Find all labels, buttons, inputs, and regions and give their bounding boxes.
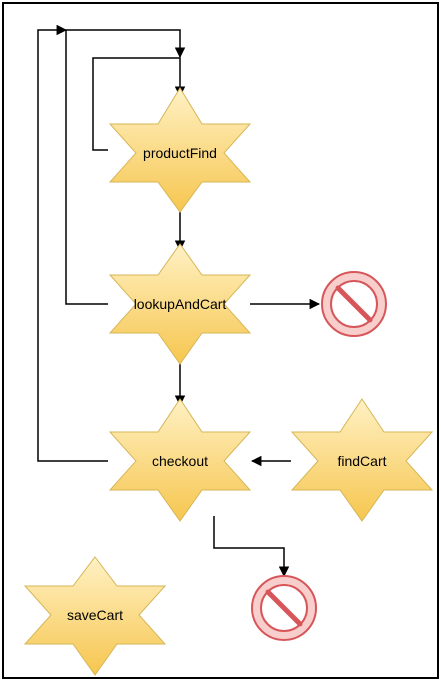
edge-productfind-selfloop [92, 57, 186, 151]
node-label: lookupAndCart [134, 296, 227, 312]
edge-checkout-to-stop2 [213, 516, 290, 578]
node-findcart[interactable]: findCart [290, 398, 434, 522]
edge-checkout-to-productfind [37, 24, 108, 462]
node-label: findCart [337, 453, 386, 469]
node-checkout[interactable]: checkout [108, 398, 252, 522]
stop-1-icon [321, 271, 387, 337]
star-shape [23, 556, 167, 676]
terminals [251, 271, 387, 641]
edges [37, 24, 321, 578]
node-label: checkout [152, 453, 208, 469]
stop-2-icon [251, 575, 317, 641]
nodes: productFind lookupAndCart checkout findC… [23, 87, 434, 676]
node-lookupandcart[interactable]: lookupAndCart [108, 243, 252, 365]
star-shape [108, 87, 252, 213]
star-shape [290, 398, 434, 522]
star-shape [108, 243, 252, 365]
star-shape [108, 398, 252, 522]
node-savecart[interactable]: saveCart [23, 556, 167, 676]
node-label: saveCart [67, 607, 123, 623]
node-label: productFind [143, 145, 217, 161]
node-productfind[interactable]: productFind [108, 87, 252, 213]
